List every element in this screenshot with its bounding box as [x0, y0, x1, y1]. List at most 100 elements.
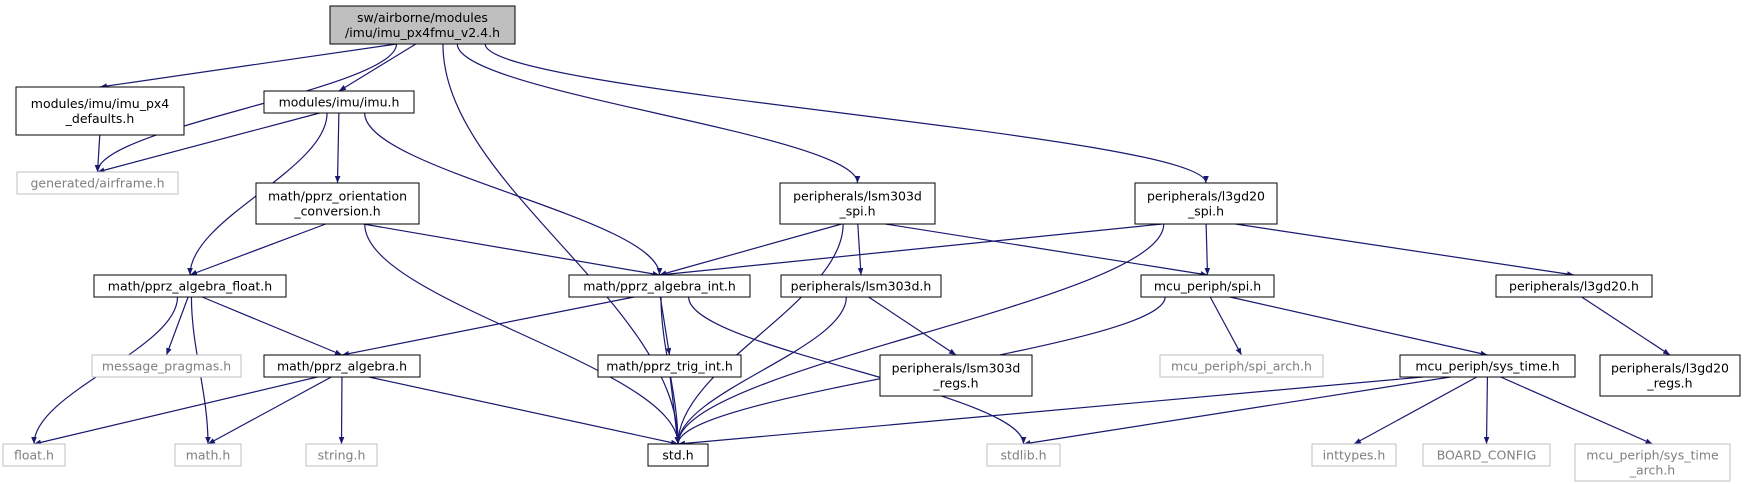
node-box: [263, 354, 421, 378]
node-sys_time[interactable]: mcu_periph/sys_time.h: [1399, 354, 1576, 378]
node-label-line: _regs.h: [932, 376, 978, 391]
node-box: [2, 443, 66, 467]
node-label-line: _spi.h: [1187, 204, 1224, 219]
node-label-line: peripherals/lsm303d: [793, 189, 922, 204]
node-board_config: BOARD_CONFIG: [1422, 443, 1551, 467]
node-box: [263, 90, 415, 114]
node-label-line: math/pprz_trig_int.h: [606, 359, 733, 374]
node-label-line: float.h: [14, 448, 54, 463]
node-box: [779, 182, 936, 225]
node-box: [93, 274, 287, 298]
node-label-line: _spi.h: [838, 204, 875, 219]
node-label-line: BOARD_CONFIG: [1437, 448, 1537, 463]
node-algebra_float[interactable]: math/pprz_algebra_float.h: [93, 274, 287, 298]
edge-sys_time-to-stdlib_h: [1023, 376, 1451, 446]
node-box: [305, 443, 378, 467]
node-box: [780, 274, 942, 298]
edge-trig_int-to-std_h: [669, 376, 680, 445]
node-box: [1140, 274, 1275, 298]
node-box: [1159, 354, 1324, 378]
edge-sys_time-to-board_config: [1483, 376, 1490, 445]
edge-l3gd20_spi-to-std_h: [675, 223, 1165, 445]
node-math_h: math.h: [174, 443, 242, 467]
node-l3gd20_spi[interactable]: peripherals/l3gd20_spi.h: [1134, 182, 1278, 225]
node-root[interactable]: sw/airborne/modules/imu/imu_px4fmu_v2.4.…: [329, 5, 516, 45]
node-label-line: mcu_periph/spi.h: [1154, 279, 1261, 294]
edge-orientation-to-algebra_float: [189, 223, 326, 276]
node-box: [1311, 443, 1397, 467]
node-label-line: string.h: [318, 448, 366, 463]
node-airframe: generated/airframe.h: [16, 171, 179, 195]
node-l3gd20_regs[interactable]: peripherals/l3gd20_regs.h: [1599, 354, 1741, 397]
node-label-line: modules/imu/imu.h: [279, 95, 400, 110]
node-imu_px4_defaults[interactable]: modules/imu/imu_px4_defaults.h: [15, 86, 185, 136]
node-lsm303d_spi[interactable]: peripherals/lsm303d_spi.h: [779, 182, 936, 225]
node-message_pragmas: message_pragmas.h: [91, 354, 242, 378]
node-label-line: message_pragmas.h: [102, 359, 231, 374]
node-box: [91, 354, 242, 378]
node-box: [329, 5, 516, 45]
node-spi[interactable]: mcu_periph/spi.h: [1140, 274, 1275, 298]
node-stdlib_h: stdlib.h: [986, 443, 1061, 467]
edge-spi-to-spi_arch: [1209, 296, 1243, 356]
node-label-line: stdlib.h: [1000, 448, 1046, 463]
node-l3gd20[interactable]: peripherals/l3gd20.h: [1495, 274, 1653, 298]
node-label-line: _conversion.h: [293, 204, 380, 219]
node-box: [15, 86, 185, 136]
node-orientation[interactable]: math/pprz_orientation_conversion.h: [255, 182, 420, 225]
edge-orientation-to-std_h: [364, 223, 681, 445]
node-string_h: string.h: [305, 443, 378, 467]
node-lsm303d_regs[interactable]: peripherals/lsm303d_regs.h: [879, 354, 1033, 397]
node-label-line: math.h: [186, 448, 231, 463]
node-label-line: generated/airframe.h: [30, 176, 164, 191]
node-label-line: inttypes.h: [1323, 448, 1386, 463]
edge-root-to-imu: [338, 43, 417, 92]
edge-lsm303d-to-std_h: [675, 296, 847, 445]
node-label-line: _defaults.h: [65, 111, 135, 126]
node-label-line: /imu/imu_px4fmu_v2.4.h: [345, 25, 500, 40]
node-box: [879, 354, 1033, 397]
edge-orientation-to-algebra_int: [363, 223, 660, 277]
edge-algebra_float-to-message_pragmas: [165, 296, 189, 356]
node-algebra[interactable]: math/pprz_algebra.h: [263, 354, 421, 378]
edge-algebra_int-to-algebra: [341, 296, 635, 357]
edge-spi-to-sys_time: [1229, 296, 1488, 357]
node-label-line: _regs.h: [1646, 376, 1692, 391]
node-label-line: peripherals/l3gd20.h: [1509, 279, 1639, 294]
node-label-line: modules/imu/imu_px4: [31, 96, 170, 111]
edge-imu-to-algebra_int: [364, 112, 663, 276]
edge-root-to-std_h: [442, 43, 681, 445]
node-inttypes_h: inttypes.h: [1311, 443, 1397, 467]
node-algebra_int[interactable]: math/pprz_algebra_int.h: [568, 274, 751, 298]
edge-lsm303d-to-lsm303d_regs: [868, 296, 957, 356]
edge-root-to-imu_px4_defaults: [99, 43, 397, 89]
node-label-line: mcu_periph/sys_time: [1586, 448, 1719, 463]
edges-layer: [31, 43, 1671, 447]
edge-root-to-l3gd20_spi: [484, 43, 1209, 184]
edge-imu-to-orientation: [334, 112, 341, 184]
node-float_h: float.h: [2, 443, 66, 467]
node-trig_int[interactable]: math/pprz_trig_int.h: [597, 354, 742, 378]
node-label-line: sw/airborne/modules: [357, 10, 488, 25]
node-label-line: std.h: [662, 448, 693, 463]
node-label-line: math/pprz_algebra.h: [277, 359, 407, 374]
node-label-line: mcu_periph/sys_time.h: [1415, 359, 1559, 374]
node-lsm303d[interactable]: peripherals/lsm303d.h: [780, 274, 942, 298]
node-label-line: math/pprz_algebra_float.h: [108, 279, 272, 294]
node-label-line: mcu_periph/spi_arch.h: [1171, 359, 1312, 374]
edge-root-to-lsm303d_spi: [456, 43, 861, 184]
node-imu[interactable]: modules/imu/imu.h: [263, 90, 415, 114]
edge-imu-to-airframe: [97, 112, 320, 173]
edge-sys_time-to-inttypes_h: [1353, 376, 1478, 445]
edge-algebra_int-to-trig_int: [659, 296, 672, 356]
node-box: [174, 443, 242, 467]
node-box: [568, 274, 751, 298]
node-std_h[interactable]: std.h: [647, 443, 709, 467]
node-box: [1134, 182, 1278, 225]
node-box: [1574, 443, 1731, 482]
edge-lsm303d_spi-to-spi: [885, 223, 1208, 277]
edge-l3gd20_spi-to-algebra_int: [659, 223, 1163, 278]
node-label-line: peripherals/l3gd20: [1611, 361, 1729, 376]
edge-algebra-to-float_h: [33, 376, 318, 446]
node-box: [597, 354, 742, 378]
